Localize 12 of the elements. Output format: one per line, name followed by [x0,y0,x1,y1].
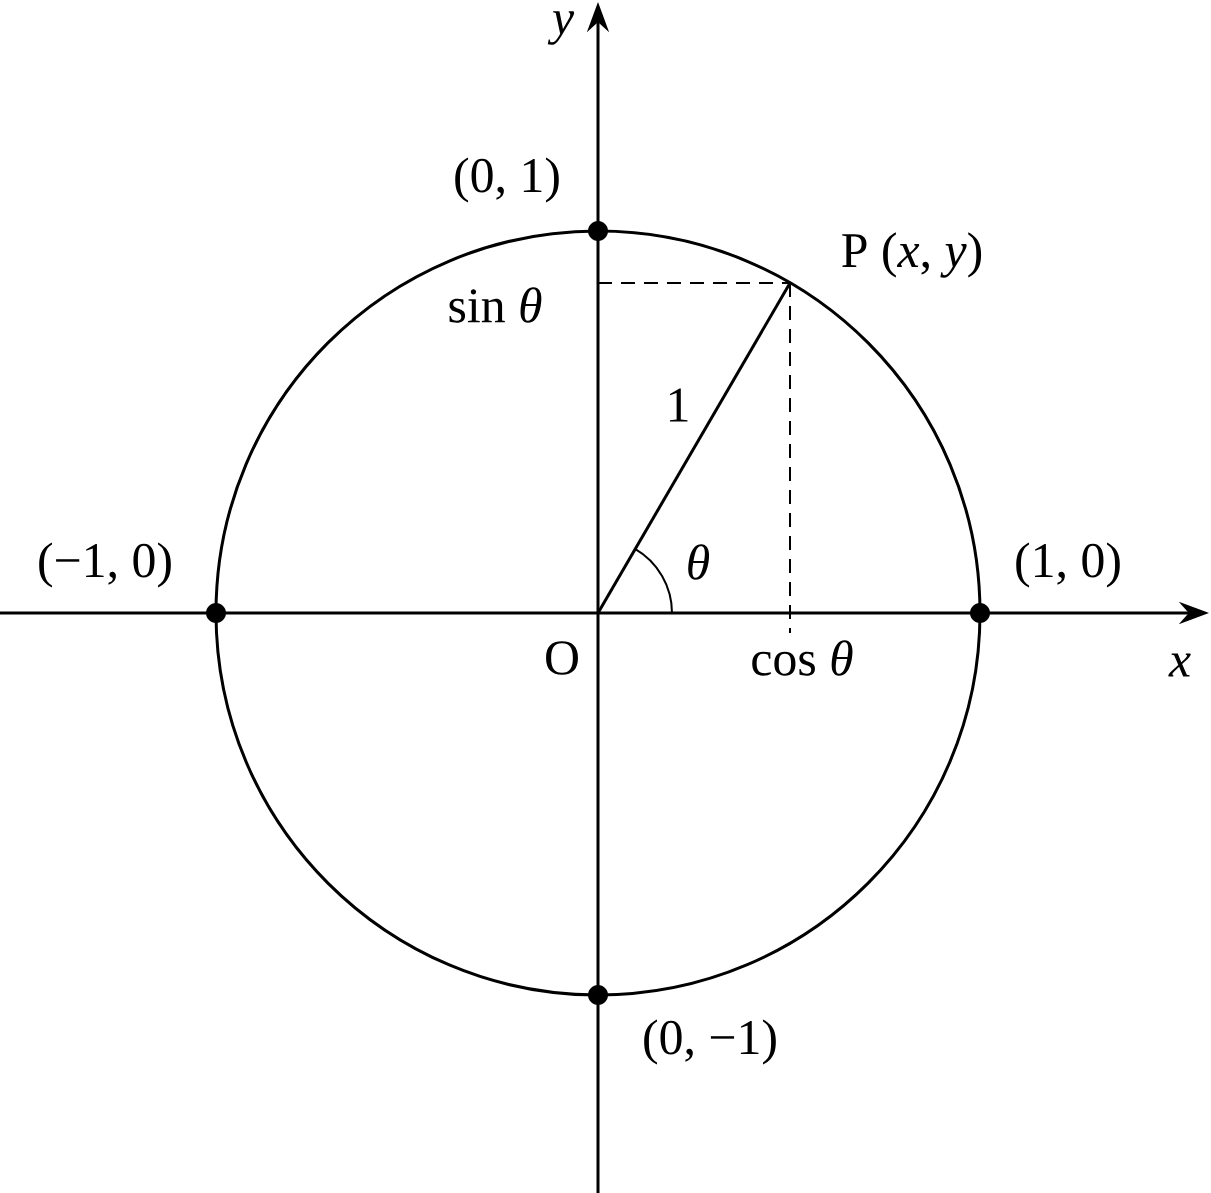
axis-label: (0, 1) [455,157,559,203]
axis-label: y [547,11,575,45]
axis-label: (−1, 0) [39,542,171,588]
axis-label: (1, 0) [1016,542,1120,588]
axis-label: (0, −1) [644,1019,776,1065]
axis-label: sin θ [449,287,542,323]
axis-label: θ [688,544,710,580]
axis-label: O [546,641,578,675]
axis-label: P (x, y) [842,232,982,278]
axis-label: x [1168,653,1191,677]
axis-label: 1 [669,388,688,422]
axis-label: cos θ [752,640,853,676]
